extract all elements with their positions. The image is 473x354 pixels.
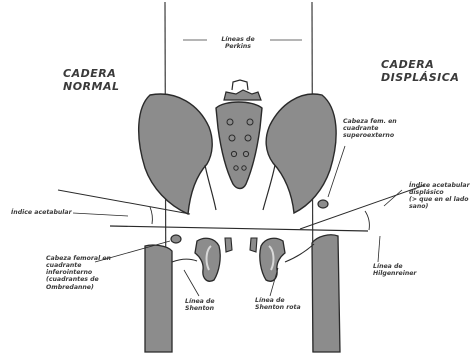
right-pubis [260,238,285,281]
label-hilgenreiner: Línea de Hilgenreiner [373,263,416,277]
label-perkins: Líneas de Perkins [212,36,264,50]
right-ilium [266,94,336,213]
shenton-line-broken [285,244,314,262]
title-dysplastic: CADERA DISPLÁSICA [381,59,459,84]
left-femur [145,245,172,352]
sacrum [216,102,262,189]
right-femur [312,235,340,352]
left-ilium [139,94,213,214]
label-acetabular-index: Índice acetabular [11,209,72,216]
label-femoral-head-inferior: Cabeza femoral en cuadrante inferointern… [46,255,111,291]
label-shenton: Línea de Shenton [185,298,215,312]
label-dysplastic-index: Índice acetabular displásico (> que en e… [409,182,470,211]
right-femoral-head [318,200,328,208]
shenton-line [172,259,197,262]
label-shenton-broken: Línea de Shenton rota [255,297,301,311]
label-femoral-head-superior: Cabeza fem. en cuadrante superoexterno [343,118,397,139]
left-pubis [195,238,220,281]
left-femoral-head [171,235,181,243]
hilgenreiner-line [110,226,368,231]
title-normal: CADERA NORMAL [63,68,120,93]
